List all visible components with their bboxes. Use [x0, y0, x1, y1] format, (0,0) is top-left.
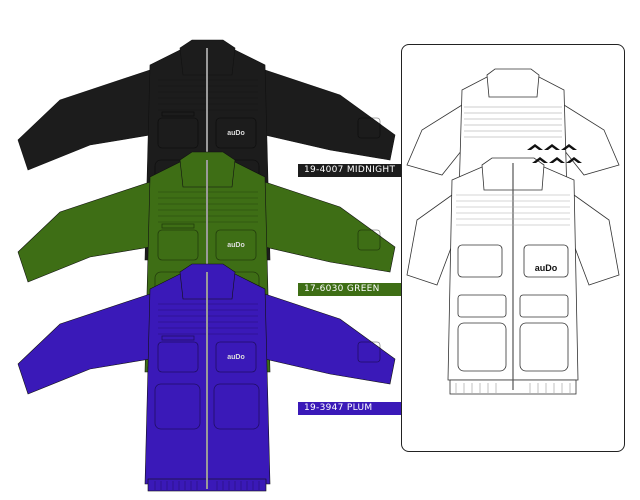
brand-logo: auDo	[535, 263, 558, 273]
colorway-label-midnight: 19-4007 MIDNIGHT	[298, 164, 407, 177]
jacket-logo: auDo	[227, 242, 245, 249]
colorway-label-green: 17-6030 GREEN	[298, 283, 407, 296]
flat-sketch: auDo	[406, 68, 620, 395]
jacket-colorway-2: auDo	[17, 263, 396, 492]
chevron-print-icon	[527, 144, 582, 163]
jacket-logo: auDo	[227, 354, 245, 361]
colorway-label-plum: 19-3947 PLUM	[298, 402, 407, 415]
flat-sketch-panel: auDo	[401, 44, 625, 452]
jacket-logo: auDo	[227, 130, 245, 137]
